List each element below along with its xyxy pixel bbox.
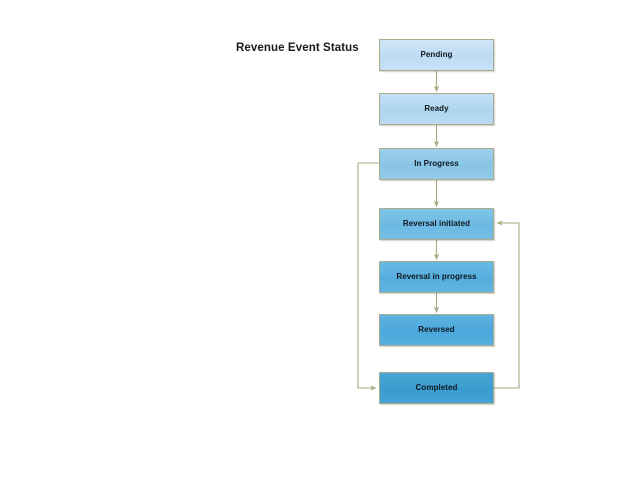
node-pending[interactable]: Pending — [379, 39, 494, 71]
page-title: Revenue Event Status — [236, 42, 359, 54]
node-reversed[interactable]: Reversed — [379, 314, 494, 346]
node-reversal-in-progress[interactable]: Reversal in progress — [379, 261, 494, 293]
node-reversal-initiated[interactable]: Reversal initiated — [379, 208, 494, 240]
node-ready-label: Ready — [424, 103, 449, 113]
node-reversal-in-progress-label: Reversal in progress — [396, 271, 477, 281]
edge-in-progress-to-completed — [357, 162, 379, 391]
node-in-progress-label: In Progress — [414, 158, 459, 168]
node-reversal-initiated-label: Reversal initiated — [402, 218, 471, 228]
node-completed[interactable]: Completed — [379, 372, 494, 404]
edge-completed-to-reversal-initiated — [494, 220, 520, 389]
node-reversed-label: Reversed — [418, 324, 455, 334]
node-completed-label: Completed — [415, 382, 458, 392]
node-ready[interactable]: Ready — [379, 93, 494, 125]
node-in-progress[interactable]: In Progress — [379, 148, 494, 180]
node-pending-label: Pending — [420, 49, 453, 59]
